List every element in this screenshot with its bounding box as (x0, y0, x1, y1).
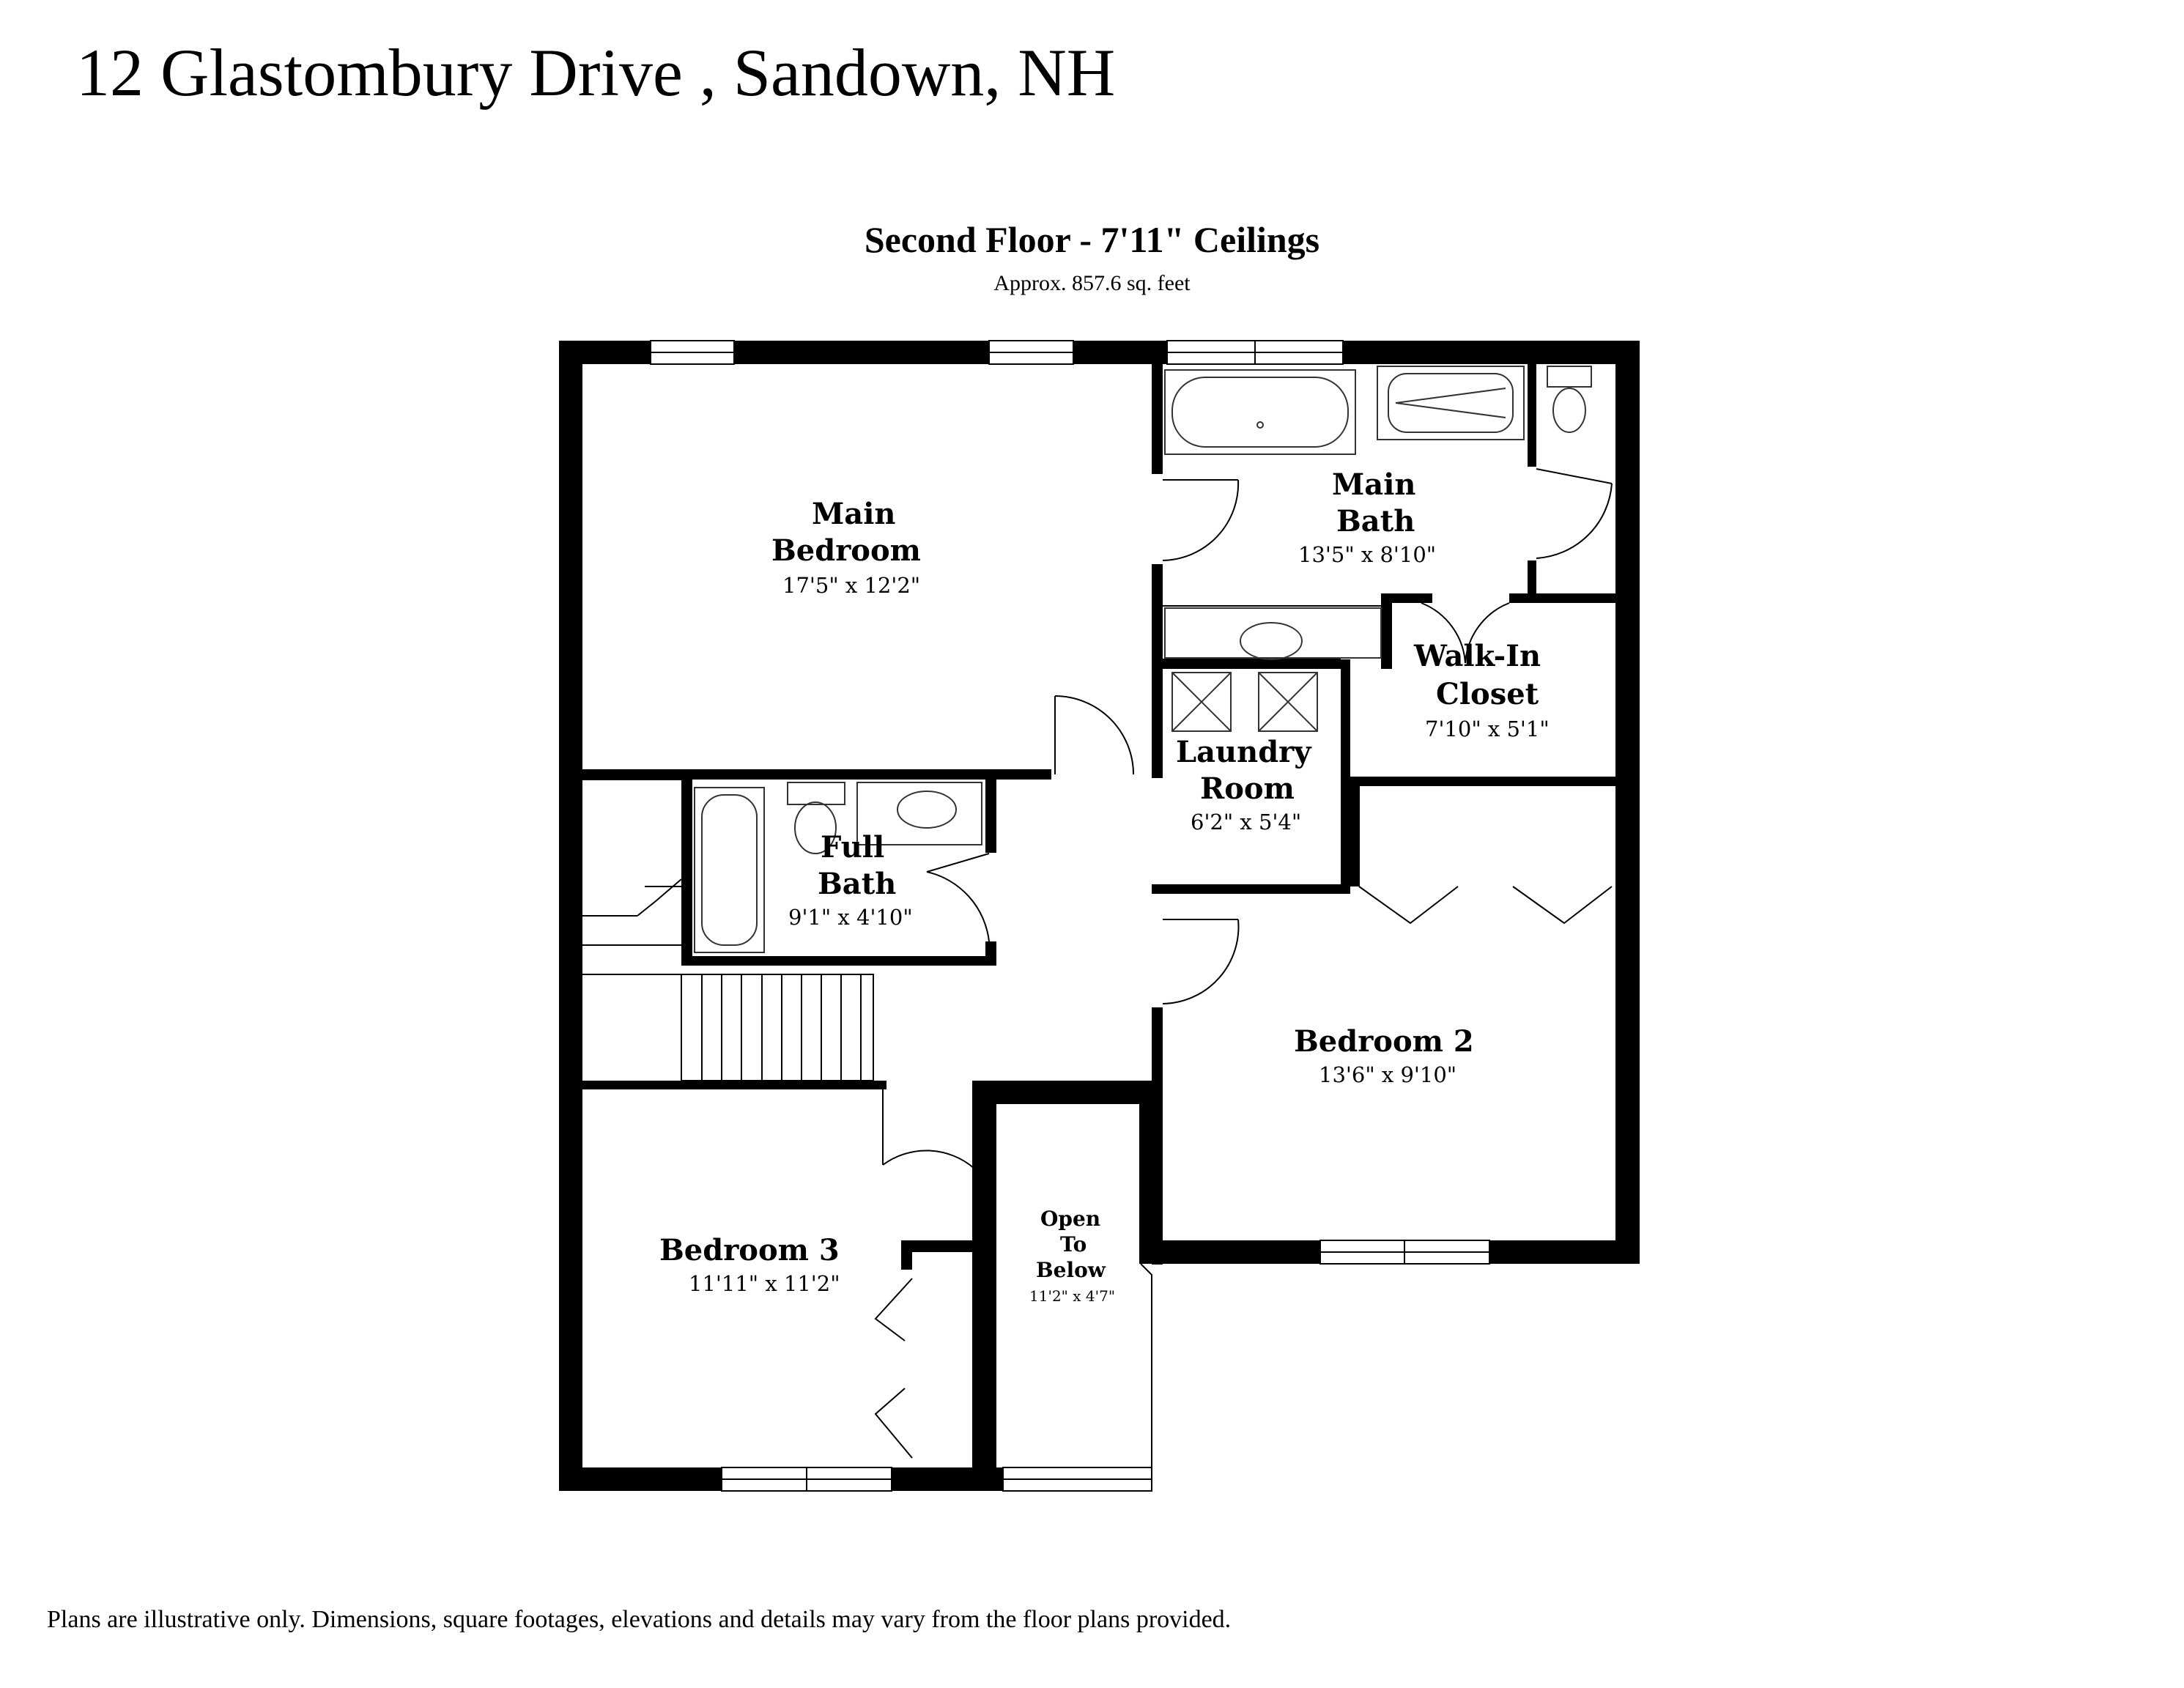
floor-title: Second Floor - 7'11" Ceilings (864, 219, 1320, 260)
stairs (582, 878, 874, 1081)
bedroom-2-dims: 13'6" x 9'10" (1319, 1062, 1457, 1087)
full-bath-dims: 9'1" x 4'10" (788, 905, 913, 930)
walls (559, 341, 1640, 1491)
walk-in-closet-label-line2: Closet (1436, 677, 1539, 711)
full-bath-label-line1: Full (821, 830, 885, 865)
bedroom-3-label: Bedroom 3 (659, 1233, 840, 1267)
walk-in-closet-dims: 7'10" x 5'1" (1425, 717, 1550, 741)
floor-area: Approx. 857.6 sq. feet (993, 271, 1191, 295)
main-bath-label-line1: Main (1332, 467, 1416, 502)
main-bedroom-label-line2: Bedroom (771, 533, 921, 568)
windows (650, 340, 1490, 1492)
main-bath-dims: 13'5" x 8'10" (1298, 542, 1437, 567)
full-bath-label-line2: Bath (818, 867, 897, 901)
main-bath-label-line2: Bath (1336, 504, 1415, 538)
main-bedroom-dims: 17'5" x 12'2" (782, 573, 921, 598)
open-to-below-label-line3: Below (1036, 1258, 1106, 1282)
disclaimer: Plans are illustrative only. Dimensions,… (47, 1606, 1232, 1633)
laundry-room-label-line2: Room (1200, 771, 1295, 806)
open-to-below-dims: 11'2" x 4'7" (1029, 1287, 1116, 1305)
doors (874, 468, 1613, 1459)
property-address: 12 Glastombury Drive , Sandown, NH (76, 35, 1116, 110)
thin-lines (582, 605, 1381, 1491)
fixtures (694, 366, 1592, 953)
open-to-below-label-line2: To (1060, 1232, 1087, 1256)
bedroom-3-dims: 11'11" x 11'2" (689, 1271, 840, 1296)
laundry-room-dims: 6'2" x 5'4" (1191, 810, 1302, 834)
open-to-below-label-line1: Open (1040, 1207, 1101, 1231)
laundry-room-label-line1: Laundry (1176, 735, 1311, 769)
main-bedroom-label-line1: Main (812, 497, 896, 531)
bedroom-2-label: Bedroom 2 (1294, 1024, 1474, 1059)
walk-in-closet-label-line1: Walk-In (1414, 639, 1541, 673)
